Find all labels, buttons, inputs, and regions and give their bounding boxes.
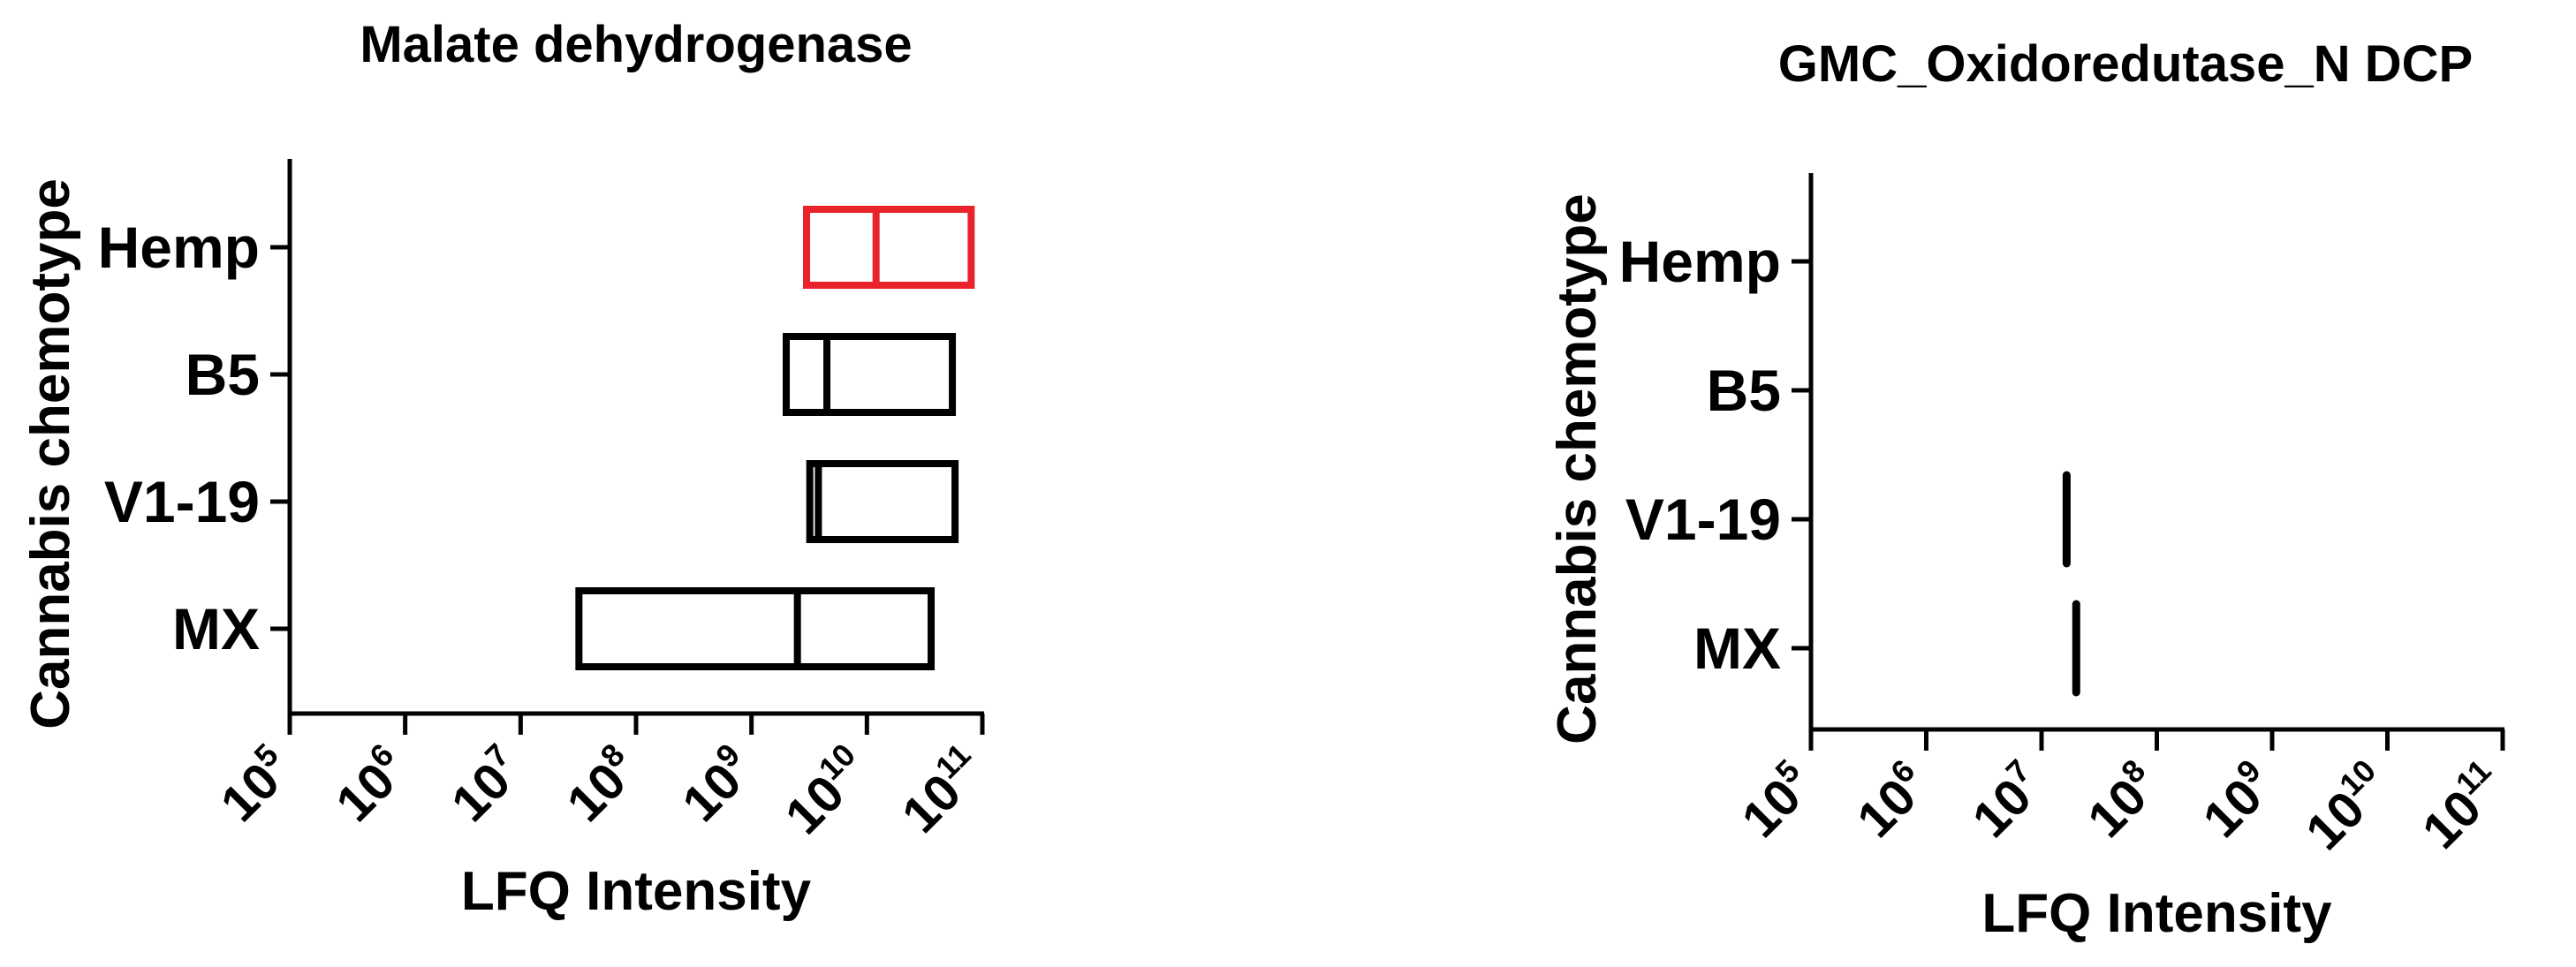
y-axis-title: Cannabis chemotype	[1547, 193, 1608, 744]
x-tick-label: 106	[322, 737, 419, 833]
x-tick-label: 106	[1843, 752, 1939, 849]
category-label: Hemp	[1619, 229, 1781, 294]
x-tick-label: 1011	[888, 737, 996, 844]
category-label: V1-19	[1625, 487, 1781, 552]
category-label: B5	[186, 342, 260, 407]
x-tick-label: 1010	[2292, 752, 2400, 861]
chart-title: GMC_Oxidoredutase_N DCP	[1778, 35, 2473, 93]
y-axis-title: Cannabis chemotype	[20, 178, 81, 729]
box-hemp	[803, 206, 975, 289]
x-tick-label: 108	[2073, 752, 2170, 849]
category-label: MX	[172, 596, 260, 661]
x-tick-label: 109	[2189, 752, 2285, 849]
chart-panel-2: GMC_Oxidoredutase_N DCP Cannabis chemotyp…	[1547, 35, 2516, 944]
x-tick-label: 107	[1959, 752, 2055, 849]
x-tick-label: 1011	[2408, 752, 2516, 860]
x-axis-title: LFQ Intensity	[1981, 883, 2332, 944]
x-tick-label: 107	[437, 737, 534, 833]
box-v1-19	[806, 460, 959, 543]
x-tick-label: 108	[553, 737, 649, 833]
category-label: V1-19	[104, 469, 260, 534]
x-tick-label: 105	[1728, 752, 1824, 849]
chart-title: Malate dehydrogenase	[360, 16, 912, 73]
box-b5	[783, 333, 957, 416]
category-label: Hemp	[98, 215, 260, 280]
box-mx	[575, 587, 936, 670]
category-label: B5	[1707, 358, 1781, 423]
category-label: MX	[1693, 616, 1781, 681]
x-tick-label: 1010	[771, 737, 880, 845]
x-tick-label: 105	[207, 737, 303, 833]
x-axis-title: LFQ Intensity	[461, 861, 812, 922]
x-tick-label: 109	[669, 737, 765, 833]
